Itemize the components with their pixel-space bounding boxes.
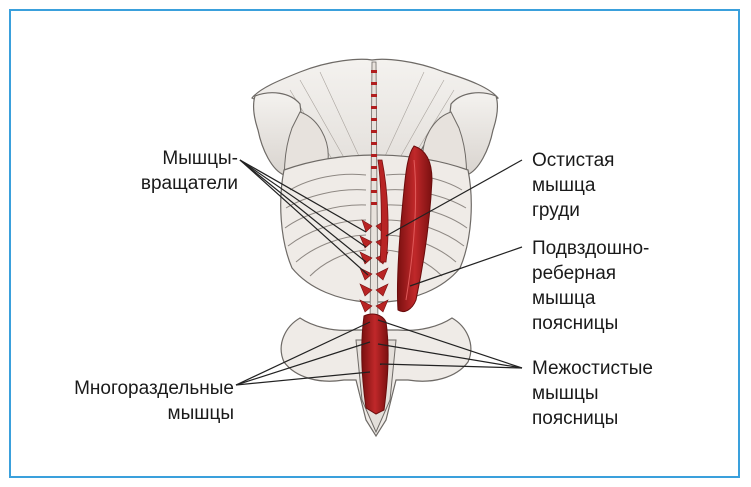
label-interspinales-line3: поясницы: [532, 406, 653, 431]
label-interspinales: Межостистые мышцы поясницы: [532, 356, 653, 431]
label-iliocostalis: Подвздошно- реберная мышца поясницы: [532, 236, 649, 336]
label-spinalis-line2: мышца: [532, 173, 614, 198]
label-spinalis-line1: Остистая: [532, 148, 614, 173]
label-rotatores: Мышцы- вращатели: [120, 146, 238, 196]
label-spinalis: Остистая мышца груди: [532, 148, 614, 223]
label-multifidus-line2: мышцы: [40, 401, 234, 426]
label-iliocostalis-line2: реберная: [532, 261, 649, 286]
label-multifidus-line1: Многораздельные: [40, 376, 234, 401]
label-interspinales-line2: мышцы: [532, 381, 653, 406]
label-iliocostalis-line3: мышца: [532, 286, 649, 311]
label-multifidus: Многораздельные мышцы: [40, 376, 234, 426]
label-iliocostalis-line4: поясницы: [532, 311, 649, 336]
label-rotatores-line2: вращатели: [120, 171, 238, 196]
label-rotatores-line1: Мышцы-: [120, 146, 238, 171]
label-interspinales-line1: Межостистые: [532, 356, 653, 381]
label-iliocostalis-line1: Подвздошно-: [532, 236, 649, 261]
label-spinalis-line3: груди: [532, 198, 614, 223]
